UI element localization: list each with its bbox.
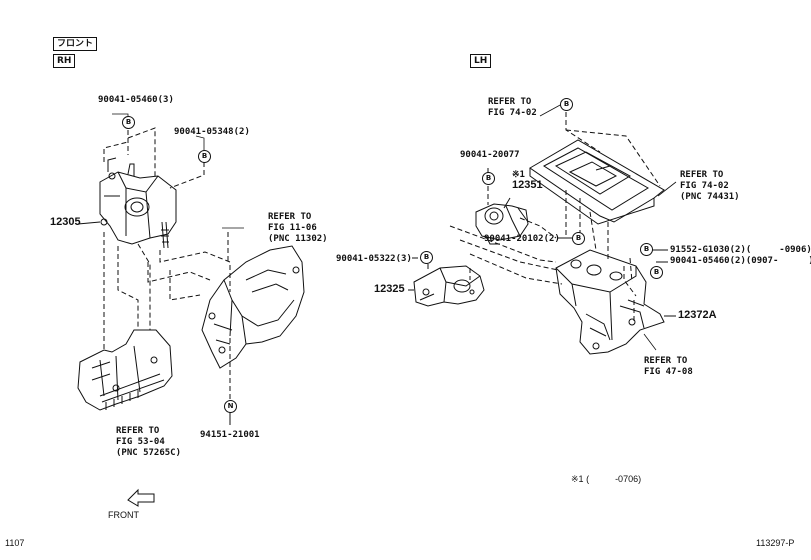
footnote-mark: ※1 bbox=[571, 474, 584, 484]
bolt-90041-05460-text: 90041-05460(2)(0907- bbox=[670, 256, 779, 266]
part-label-nut-94151-21001: 94151-21001 bbox=[200, 430, 260, 440]
callout-b-marker: B bbox=[650, 266, 663, 279]
lh-guide-lines bbox=[427, 112, 661, 322]
callout-b-marker: B bbox=[560, 98, 573, 111]
leader-refer3 bbox=[539, 103, 563, 117]
refer-label-line2: FIG 11-06 bbox=[268, 223, 317, 233]
refer-label-line2: FIG 53-04 bbox=[116, 437, 165, 447]
refer-label-line1: REFER TO bbox=[116, 426, 160, 436]
part-label-bolt-90041-05322: 90041-05322(3) bbox=[336, 254, 412, 264]
front-arrow-drawing bbox=[127, 488, 155, 507]
refer-label-line3: (PNC 74431) bbox=[680, 192, 740, 202]
refer-label-line1: REFER TO bbox=[644, 356, 688, 366]
part-label-bolt-90041-05460: 90041-05460(3) bbox=[98, 95, 174, 105]
refer-label-line2: FIG 74-02 bbox=[488, 108, 537, 118]
figure-id: 113297-P bbox=[756, 538, 795, 548]
part-label-bolt-90041-20102: 90041-20102(2) bbox=[484, 234, 560, 244]
front-direction-label: FRONT bbox=[108, 510, 139, 520]
part-label-12305: 12305 bbox=[50, 216, 81, 228]
rh-box: RH bbox=[53, 54, 76, 68]
footnote-range: -0706) bbox=[615, 474, 642, 484]
part-label-bolt-91552-g1030: 91552-G1030(2)( -0906) bbox=[670, 245, 811, 255]
engine-mount-12305-drawing bbox=[99, 157, 177, 249]
page-number: 1107 bbox=[5, 538, 25, 548]
footnote-open: ( bbox=[586, 474, 590, 484]
callout-n-marker: N bbox=[224, 400, 237, 413]
part-label-12325: 12325 bbox=[374, 283, 405, 295]
callout-b-marker: B bbox=[122, 116, 135, 129]
part-label-12351: 12351 bbox=[512, 179, 543, 191]
leader-refer4 bbox=[657, 181, 677, 197]
leader-12305 bbox=[77, 221, 101, 225]
lh-box: LH bbox=[470, 54, 492, 68]
refer-label-line1: REFER TO bbox=[488, 97, 532, 107]
leader-12351 bbox=[503, 197, 511, 209]
bolt-91552-text: 91552-G1030(2)( bbox=[670, 245, 752, 255]
rh-guide-lines bbox=[103, 127, 231, 400]
part-label-bolt-90041-05348: 90041-05348(2) bbox=[174, 127, 250, 137]
refer-label-line2: FIG 74-02 bbox=[680, 181, 729, 191]
engine-mount-12351-drawing bbox=[475, 203, 529, 245]
callout-b-marker: B bbox=[420, 251, 433, 264]
refer-label-line3: (PNC 11302) bbox=[268, 234, 328, 244]
callout-b-marker: B bbox=[572, 232, 585, 245]
engine-mount-12372a-drawing bbox=[555, 249, 665, 355]
part-label-bolt-90041-05460-lh: 90041-05460(2)(0907-) bbox=[670, 256, 811, 266]
part-label-12372a: 12372A bbox=[678, 309, 717, 321]
refer-label-line2: FIG 47-08 bbox=[644, 367, 693, 377]
refer-label-line1: REFER TO bbox=[268, 212, 312, 222]
refer-label-line3: (PNC 57265C) bbox=[116, 448, 182, 458]
leader-bolt1 bbox=[112, 113, 129, 116]
leader-bolt2 bbox=[195, 135, 205, 150]
bracket-12325-drawing bbox=[413, 265, 485, 307]
footnote: ※1 ( -0706) bbox=[571, 474, 641, 485]
callout-b-marker: B bbox=[198, 150, 211, 163]
note-mark: ※1 bbox=[512, 170, 525, 180]
battery-tray-drawing bbox=[529, 139, 665, 225]
part-label-bolt-90041-20077: 90041-20077 bbox=[460, 150, 520, 160]
bolt-91552-range: -0906) bbox=[779, 245, 811, 255]
leader-refer5 bbox=[643, 333, 657, 351]
callout-b-marker: B bbox=[482, 172, 495, 185]
front-jp-box: フロント bbox=[53, 37, 98, 51]
cross-member-drawing bbox=[201, 245, 305, 369]
refer-label-line1: REFER TO bbox=[680, 170, 724, 180]
bolt-90041-05460-close: ) bbox=[808, 256, 811, 266]
front-bracket-drawing bbox=[77, 329, 173, 411]
callout-b-marker: B bbox=[640, 243, 653, 256]
